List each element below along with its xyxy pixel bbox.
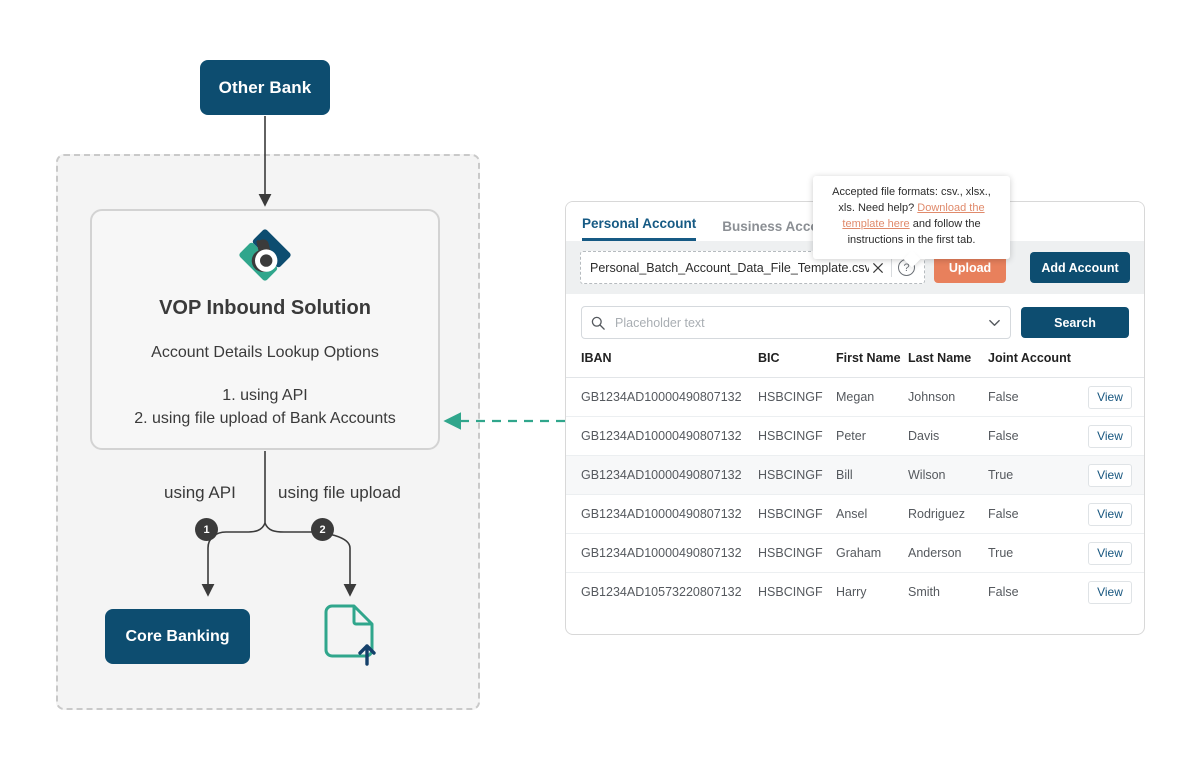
- cell-joint-account: False: [988, 494, 1074, 534]
- cell-last-name: Davis: [908, 416, 988, 456]
- cell-iban: GB1234AD10573220807132: [581, 585, 742, 600]
- step-badge-2: 2: [311, 518, 334, 541]
- table-row[interactable]: GB1234AD10573220807132 HSBCINGF Harry Smith…: [566, 573, 1144, 612]
- cell-first-name: Ansel: [836, 494, 908, 534]
- view-button[interactable]: View: [1088, 424, 1132, 448]
- cell-actions: View: [1074, 533, 1144, 573]
- selected-file-name: Personal_Batch_Account_Data_File_Templat…: [590, 260, 869, 275]
- tab-personal-account[interactable]: Personal Account: [582, 216, 697, 241]
- cell-last-name: Anderson: [908, 533, 988, 573]
- vop-title: VOP Inbound Solution: [159, 297, 371, 319]
- cell-iban: GB1234AD10000490807132: [566, 494, 758, 534]
- cell-actions: View: [1074, 573, 1144, 612]
- search-toolbar: Search: [566, 294, 1144, 351]
- cell-first-name: Graham: [836, 533, 908, 573]
- cell-bic: HSBCINGF: [758, 416, 836, 456]
- column-header-bic: BIC: [758, 351, 836, 378]
- other-bank-label: Other Bank: [218, 77, 312, 97]
- cell-first-name: Bill: [836, 455, 908, 495]
- file-format-tooltip: Accepted file formats: csv., xlsx., xls.…: [813, 176, 1010, 259]
- vop-option-2: 2. using file upload of Bank Accounts: [134, 410, 396, 427]
- step-badge-1: 1: [195, 518, 218, 541]
- cell-joint-account: True: [988, 533, 1074, 573]
- view-button[interactable]: View: [1088, 463, 1132, 487]
- cell-iban: GB1234AD10000490807132: [566, 533, 758, 573]
- cell-bic: HSBCINGF: [758, 494, 836, 534]
- tooltip-line-2-suffix: and follow the instructions in the first…: [847, 217, 981, 246]
- chevron-down-icon[interactable]: [988, 316, 1001, 329]
- cell-last-name: Smith: [908, 585, 940, 600]
- cell-bic: HSBCINGF: [758, 533, 836, 573]
- cell-actions: View: [1074, 377, 1144, 417]
- cell-actions: View: [1074, 455, 1144, 495]
- column-header-first-name: First Name: [836, 351, 908, 378]
- divider: [891, 258, 892, 277]
- cell-actions: View: [1074, 494, 1144, 534]
- cell-first-name: Peter: [836, 416, 908, 456]
- column-header-iban: IBAN: [566, 351, 758, 378]
- cell-bic: HSBCINGF: [758, 455, 836, 495]
- cell-iban: GB1234AD10000490807132: [566, 416, 758, 456]
- vop-inbound-solution-card: VOP Inbound Solution Account Details Loo…: [90, 209, 440, 450]
- cell-first-name: Harry: [836, 585, 867, 600]
- cell-iban: GB1234AD10000490807132: [566, 377, 758, 417]
- download-template-link[interactable]: Download the template here: [842, 201, 985, 230]
- cell-first-name: Megan: [836, 377, 908, 417]
- branch-label-using-file-upload: using file upload: [278, 483, 401, 502]
- cell-last-name: Rodriguez: [908, 494, 988, 534]
- cell-last-name: Wilson: [908, 455, 988, 495]
- column-header-actions: [1074, 351, 1144, 378]
- view-button[interactable]: View: [1088, 541, 1132, 565]
- other-bank-node[interactable]: Other Bank: [200, 60, 330, 115]
- cell-bic: HSBCINGF: [758, 377, 836, 417]
- cell-last-name: Johnson: [908, 377, 988, 417]
- tooltip-line-2-prefix: Need help?: [857, 201, 918, 214]
- cell-bic: HSBCINGF: [758, 585, 823, 600]
- view-button[interactable]: View: [1088, 385, 1132, 409]
- core-banking-label: Core Banking: [125, 627, 230, 645]
- search-field[interactable]: [581, 306, 1011, 339]
- vop-option-1: 1. using API: [222, 387, 308, 404]
- table-header-row: IBAN BIC First Name Last Name Joint Acco…: [566, 351, 1144, 378]
- search-icon: [591, 316, 605, 330]
- branch-label-using-api: using API: [164, 483, 236, 502]
- core-banking-node[interactable]: Core Banking: [105, 609, 250, 664]
- cell-joint-account: False: [988, 377, 1074, 417]
- column-header-joint-account: Joint Account: [988, 351, 1074, 378]
- add-account-button[interactable]: Add Account: [1030, 252, 1130, 283]
- search-input[interactable]: [613, 314, 988, 331]
- vop-subtitle: Account Details Lookup Options: [151, 344, 379, 361]
- view-button[interactable]: View: [1088, 580, 1132, 604]
- view-button[interactable]: View: [1088, 502, 1132, 526]
- column-header-last-name: Last Name: [908, 351, 988, 378]
- accounts-panel: Personal Account Business Account Person…: [565, 201, 1145, 635]
- search-button[interactable]: Search: [1021, 307, 1129, 338]
- tab-business-account[interactable]: Business Account: [722, 219, 840, 234]
- b-diamond-logo-icon: [237, 227, 293, 283]
- cell-joint-account: False: [988, 585, 1019, 600]
- cell-iban: GB1234AD10000490807132: [566, 455, 758, 495]
- close-icon[interactable]: [869, 259, 887, 277]
- cell-actions: View: [1074, 416, 1144, 456]
- file-upload-icon: [322, 604, 382, 666]
- tooltip-line-1: Accepted file formats: csv., xlsx., xls.: [832, 186, 991, 214]
- cell-joint-account: True: [988, 455, 1074, 495]
- accounts-table: IBAN BIC First Name Last Name Joint Acco…: [566, 351, 1144, 612]
- cell-joint-account: False: [988, 416, 1074, 456]
